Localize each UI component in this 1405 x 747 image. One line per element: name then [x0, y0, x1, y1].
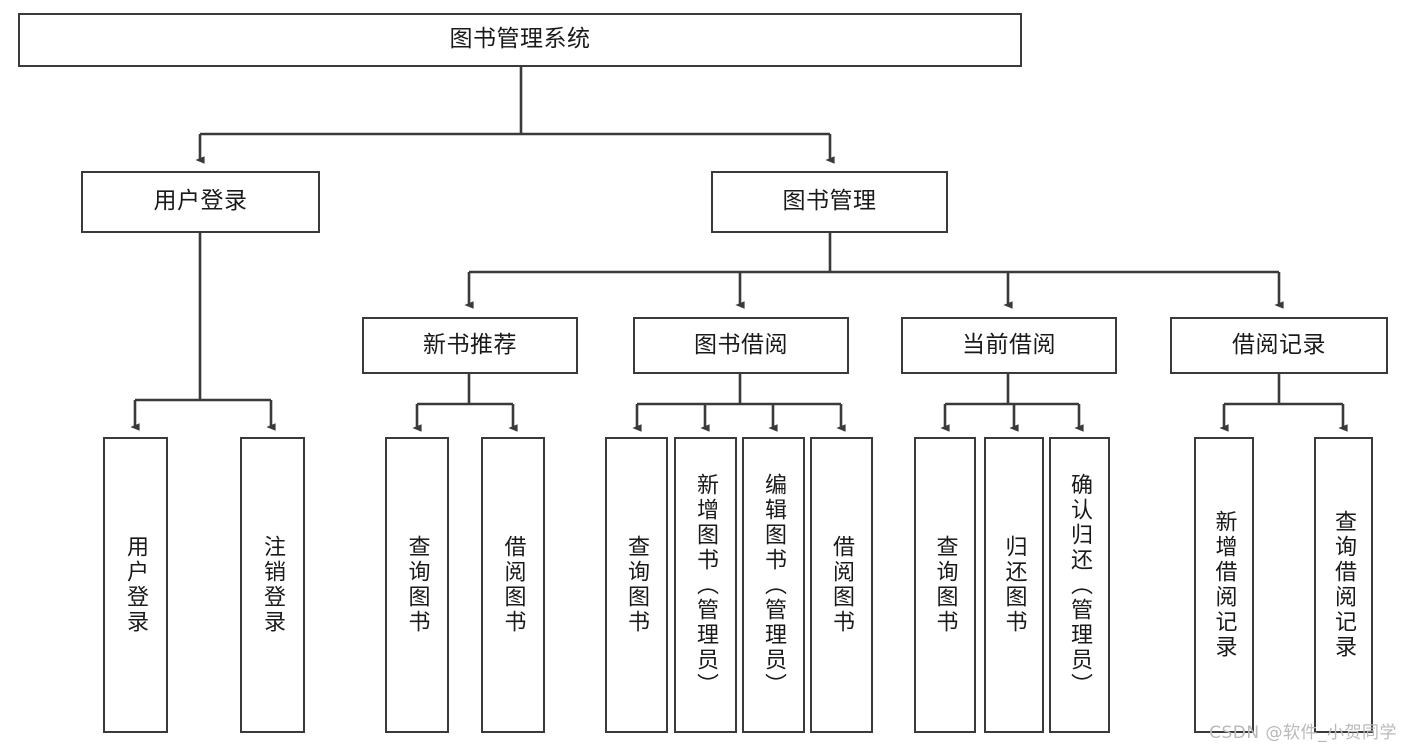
leaf-label: 查询图书	[404, 535, 430, 635]
leaf-label: 借阅图书	[500, 535, 526, 635]
leaf-node[interactable]: 新增借阅记录	[1194, 437, 1254, 733]
leaf-node[interactable]: 查询借阅记录	[1314, 437, 1373, 733]
leaf-label: 查询图书	[932, 535, 958, 635]
leaf-node[interactable]: 查询图书	[385, 437, 449, 733]
leaf-label: 归还图书	[1001, 535, 1027, 635]
node-user-login[interactable]: 用户登录	[81, 171, 320, 233]
leaf-label: 编辑图书（管理员）	[761, 472, 787, 698]
leaf-label: 注销登录	[260, 535, 286, 635]
leaf-node[interactable]: 查询图书	[605, 437, 668, 733]
leaf-node[interactable]: 注销登录	[240, 437, 305, 733]
leaf-node[interactable]: 新增图书（管理员）	[674, 437, 737, 733]
node-book-borrow[interactable]: 图书借阅	[633, 317, 849, 374]
csdn-watermark: CSDN @软件_小贺同学	[1209, 723, 1397, 743]
leaf-node[interactable]: 借阅图书	[810, 437, 873, 733]
leaf-label: 查询借阅记录	[1331, 510, 1357, 660]
leaf-node[interactable]: 查询图书	[914, 437, 976, 733]
node-root[interactable]: 图书管理系统	[18, 13, 1022, 67]
node-new-book-recommend[interactable]: 新书推荐	[362, 317, 578, 374]
leaf-node[interactable]: 归还图书	[984, 437, 1044, 733]
leaf-node[interactable]: 借阅图书	[481, 437, 545, 733]
leaf-node[interactable]: 用户登录	[103, 437, 168, 733]
leaf-label: 查询图书	[624, 535, 650, 635]
node-book-management[interactable]: 图书管理	[711, 171, 948, 233]
leaf-label: 用户登录	[123, 535, 149, 635]
leaf-label: 借阅图书	[829, 535, 855, 635]
leaf-label: 确认归还（管理员）	[1067, 472, 1093, 698]
leaf-label: 新增图书（管理员）	[693, 472, 719, 698]
node-current-borrow[interactable]: 当前借阅	[901, 317, 1117, 374]
node-borrow-records[interactable]: 借阅记录	[1170, 317, 1388, 374]
leaf-node[interactable]: 确认归还（管理员）	[1049, 437, 1110, 733]
leaf-label: 新增借阅记录	[1211, 510, 1237, 660]
leaf-node[interactable]: 编辑图书（管理员）	[742, 437, 805, 733]
